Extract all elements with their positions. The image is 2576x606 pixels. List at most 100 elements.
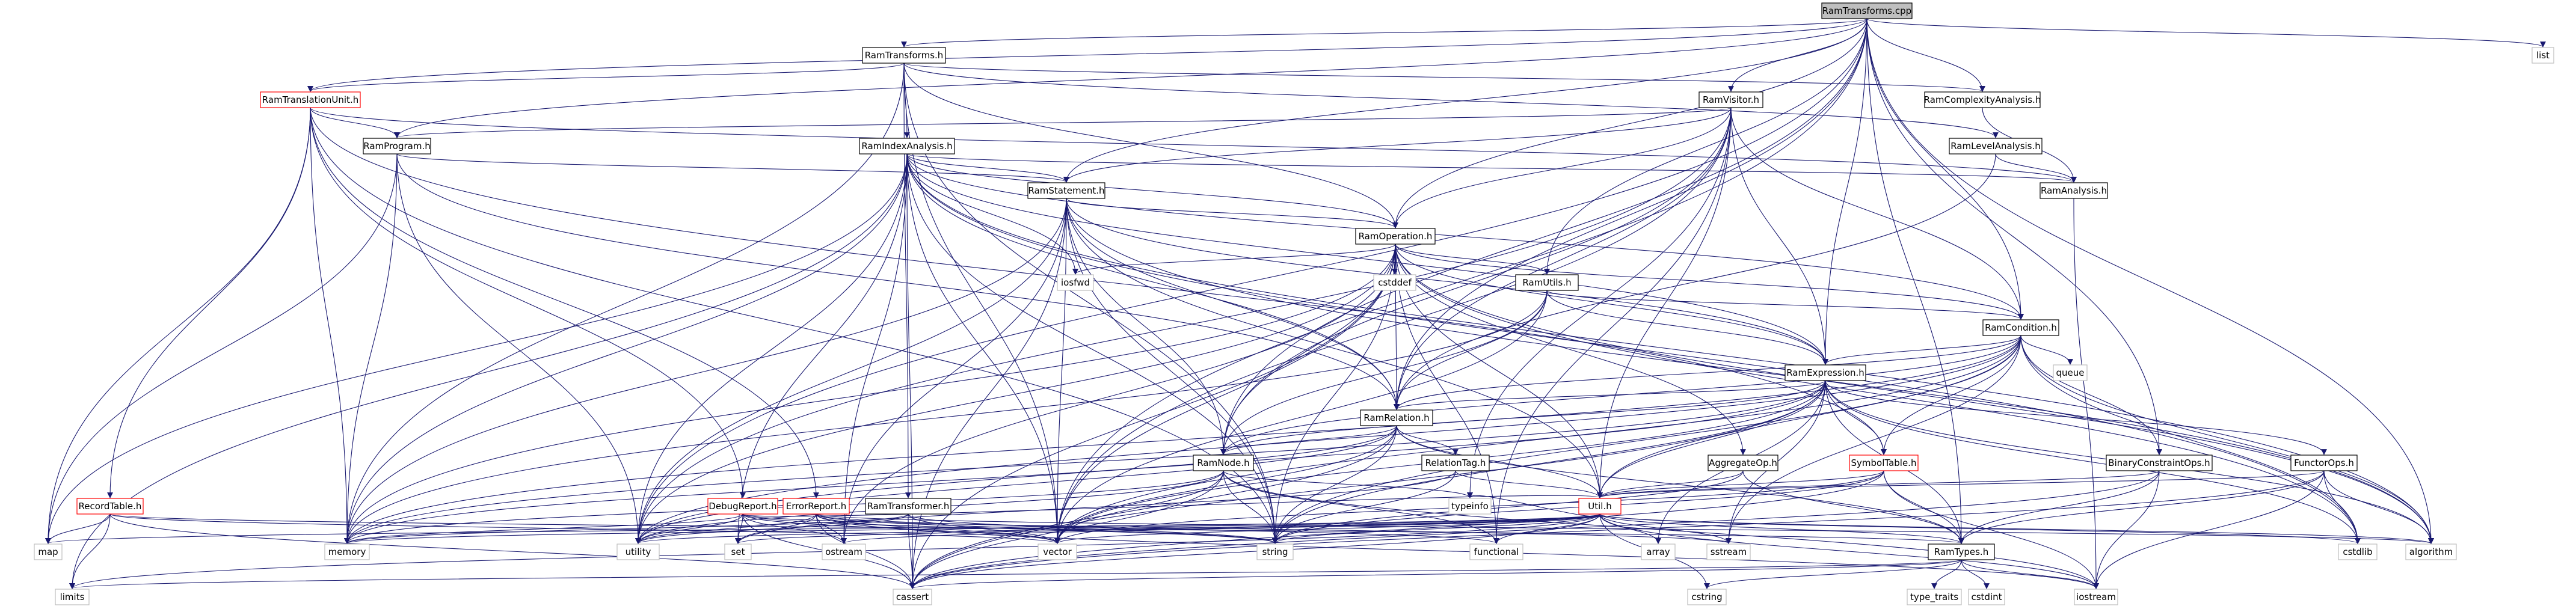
- node-RamIndexAnalysis_h[interactable]: RamIndexAnalysis.h: [859, 138, 955, 155]
- node-vector: vector: [1037, 543, 1077, 560]
- edge-RamTransforms_cpp-to-RamProgram_h: [394, 18, 1867, 138]
- node-label: DebugReport.h: [709, 501, 776, 512]
- edge-RamCondition_h-to-string: [1272, 335, 2021, 544]
- node-label: RamAnalysis.h: [2041, 185, 2107, 196]
- node-FunctorOps_h[interactable]: FunctorOps.h: [2290, 454, 2358, 471]
- edge-RamAnalysis_h-to-iostream: [2073, 198, 2099, 589]
- node-RamNode_h[interactable]: RamNode.h: [1193, 454, 1254, 471]
- edge-RamTransforms_h-to-RamTranslationUnit_h: [307, 63, 905, 92]
- node-RamComplexityAnalysis_h[interactable]: RamComplexityAnalysis.h: [1924, 91, 2041, 108]
- node-box: [724, 543, 752, 560]
- edge-RamVisitor_h-to-RamOperation_h: [1392, 107, 1732, 228]
- node-label: Util.h: [1588, 501, 1611, 512]
- node-RamStatement_h[interactable]: RamStatement.h: [1027, 182, 1105, 199]
- edge-RamTransforms_h-to-vector: [903, 63, 1060, 544]
- edge-RamOperation_h-to-string: [1272, 243, 1396, 544]
- node-AggregateOp_h[interactable]: AggregateOp.h: [1708, 454, 1778, 471]
- node-box: [865, 498, 951, 515]
- node-box: [260, 91, 361, 108]
- edge-RamVisitor_h-to-RamExpression_h: [1730, 107, 1828, 365]
- edge-RamIndexAnalysis_h-to-memory: [344, 153, 908, 544]
- edge-RamTranslationUnit_h-to-SymbolTable_h: [310, 107, 1887, 455]
- node-Util_h[interactable]: Util.h: [1578, 498, 1622, 515]
- edge-ErrorReport_h-to-vector: [816, 513, 1060, 544]
- edge-RamTransformer_h-to-cassert: [908, 513, 915, 589]
- node-RamTypes_h[interactable]: RamTypes.h: [1928, 543, 1995, 560]
- node-label: RamIndexAnalysis.h: [861, 141, 952, 152]
- node-box: [1193, 454, 1254, 471]
- node-label: RamProgram.h: [363, 141, 430, 152]
- edge-SymbolTable_h-to-cassert: [909, 470, 1884, 589]
- edge-RamExpression_h-to-RamRelation_h: [1394, 380, 1826, 410]
- node-box: [1982, 319, 2059, 336]
- edge-RamVisitor_h-to-RamProgram_h: [394, 107, 1732, 138]
- node-box: [2290, 454, 2358, 471]
- edge-RamStatement_h-to-RamRelation_h: [1066, 198, 1400, 410]
- edge-RamStatement_h-to-utility: [635, 198, 1067, 544]
- node-RamProgram_h[interactable]: RamProgram.h: [363, 138, 431, 155]
- node-RamRelation_h[interactable]: RamRelation.h: [1360, 409, 1433, 426]
- edge-RamTranslationUnit_h-to-RamAnalysis_h: [310, 107, 2077, 183]
- node-label: algorithm: [2409, 546, 2453, 557]
- node-RelationTag_h[interactable]: RelationTag.h: [1421, 454, 1490, 471]
- edge-RamIndexAnalysis_h-to-map: [45, 153, 908, 544]
- edge-FunctorOps_h-to-RamTypes_h: [1958, 470, 2325, 544]
- edge-RamRelation_h-to-RamTypes_h: [1396, 425, 1964, 544]
- node-RamLevelAnalysis_h[interactable]: RamLevelAnalysis.h: [1949, 138, 2043, 155]
- node-label: RamStatement.h: [1028, 185, 1104, 196]
- edge-RamProgram_h-to-memory: [344, 153, 398, 544]
- node-label: functional: [1474, 546, 1519, 557]
- node-box: [2074, 589, 2118, 605]
- node-RamTransforms_h[interactable]: RamTransforms.h: [862, 47, 946, 64]
- node-box: [1968, 589, 2005, 605]
- node-box: [1360, 409, 1433, 426]
- node-box: [782, 498, 850, 515]
- node-box: [822, 543, 866, 560]
- edge-RamIndexAnalysis_h-to-RamRelation_h: [906, 153, 1400, 410]
- node-RamTransformer_h[interactable]: RamTransformer.h: [865, 498, 951, 515]
- node-label: ostream: [825, 546, 862, 557]
- edge-RamOperation_h-to-cstdlib: [1395, 243, 2361, 544]
- node-RamAnalysis_h[interactable]: RamAnalysis.h: [2040, 182, 2108, 199]
- edge-RamOperation_h-to-RamExpression_h: [1395, 243, 1828, 365]
- edge-DebugReport_h-to-memory: [344, 513, 743, 544]
- edge-RamProgram_h-to-RamStatement_h: [396, 153, 1069, 183]
- node-RamTranslationUnit_h[interactable]: RamTranslationUnit.h: [260, 91, 361, 108]
- edge-RamTransforms_cpp-to-RamUtils_h: [1544, 18, 1867, 275]
- node-box: [2053, 364, 2088, 381]
- node-RamOperation_h[interactable]: RamOperation.h: [1355, 228, 1436, 245]
- edge-RamExpression_h-to-cstdlib: [1825, 380, 2361, 544]
- edge-RamOperation_h-to-RamUtils_h: [1395, 243, 1550, 275]
- node-box: [1706, 543, 1751, 560]
- node-RamVisitor_h[interactable]: RamVisitor.h: [1698, 91, 1763, 108]
- node-box: [862, 47, 946, 64]
- node-box: [893, 589, 932, 605]
- node-RamUtils_h[interactable]: RamUtils.h: [1515, 274, 1579, 291]
- edge-RamVisitor_h-to-RamNode_h: [1220, 107, 1732, 455]
- edge-FunctorOps_h-to-cstdlib: [2323, 470, 2361, 544]
- node-SymbolTable_h[interactable]: SymbolTable.h: [1849, 454, 1919, 471]
- edge-RamCondition_h-to-RamExpression_h: [1822, 335, 2021, 365]
- node-box: [1821, 2, 1913, 19]
- node-label: cassert: [896, 592, 929, 602]
- node-RamCondition_h[interactable]: RamCondition.h: [1982, 319, 2059, 336]
- edge-RamExpression_h-to-Util_h: [1597, 380, 1826, 498]
- edge-BinaryConstraintOps_h-to-iostream: [2093, 470, 2160, 589]
- edge-RamStatement_h-to-Util_h: [1066, 198, 1603, 498]
- node-RecordTable_h[interactable]: RecordTable.h: [76, 498, 144, 515]
- edge-RamUtils_h-to-RamRelation_h: [1394, 290, 1548, 410]
- node-box: [1578, 498, 1622, 515]
- edge-RamTypes_h-to-type_traits: [1931, 559, 1962, 589]
- node-box: [1037, 543, 1077, 560]
- node-RamTransforms_cpp[interactable]: RamTransforms.cpp: [1821, 2, 1913, 19]
- edge-RamOperation_h-to-ostream: [841, 243, 1396, 544]
- node-ErrorReport_h[interactable]: ErrorReport.h: [782, 498, 850, 515]
- node-RamExpression_h[interactable]: RamExpression.h: [1784, 364, 1866, 381]
- node-BinaryConstraintOps_h[interactable]: BinaryConstraintOps.h: [2106, 454, 2213, 471]
- edge-RamIndexAnalysis_h-to-RamOperation_h: [906, 153, 1398, 228]
- node-DebugReport_h[interactable]: DebugReport.h: [707, 498, 778, 515]
- edge-RamIndexAnalysis_h-to-ostream: [841, 153, 908, 544]
- node-label: BinaryConstraintOps.h: [2108, 458, 2210, 468]
- edge-RamUtils_h-to-RamCondition_h: [1546, 290, 2024, 320]
